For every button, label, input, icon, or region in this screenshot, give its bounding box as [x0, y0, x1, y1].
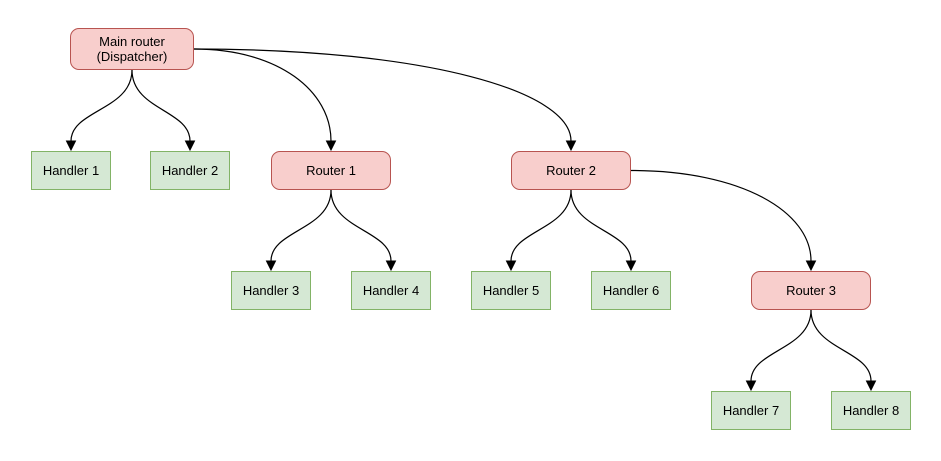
edge-main-to-router-2 [193, 48, 572, 142]
edge-router3-to-handler-7 [750, 309, 812, 382]
edge-router3-to-handler-8 [810, 309, 872, 382]
node-handler-6[interactable]: Handler 6 [591, 271, 671, 310]
node-router-1[interactable]: Router 1 [271, 151, 391, 190]
edge-router1-to-handler-4 [330, 189, 392, 262]
node-label-main-router: Main router (Dispatcher) [96, 34, 168, 64]
node-label-handler-5: Handler 5 [482, 283, 540, 298]
node-main-router[interactable]: Main router (Dispatcher) [70, 28, 194, 70]
node-handler-1[interactable]: Handler 1 [31, 151, 111, 190]
node-handler-2[interactable]: Handler 2 [150, 151, 230, 190]
edge-router2-to-router-3-arrowhead [805, 260, 817, 272]
edge-router3-to-handler-8-arrowhead [865, 380, 877, 392]
edge-router2-to-handler-5 [510, 189, 572, 262]
edge-router2-to-router-3 [630, 169, 812, 262]
edge-main-to-router-1-arrowhead [325, 140, 337, 152]
node-handler-3[interactable]: Handler 3 [231, 271, 311, 310]
node-label-handler-4: Handler 4 [362, 283, 420, 298]
node-handler-8[interactable]: Handler 8 [831, 391, 911, 430]
edge-main-to-handler-1-arrowhead [65, 140, 77, 152]
node-label-handler-6: Handler 6 [602, 283, 660, 298]
node-router-2[interactable]: Router 2 [511, 151, 631, 190]
node-label-router-2: Router 2 [546, 163, 596, 178]
edge-router2-to-handler-5-arrowhead [505, 260, 517, 272]
node-label-handler-1: Handler 1 [42, 163, 100, 178]
node-label-handler-7: Handler 7 [722, 403, 780, 418]
node-handler-4[interactable]: Handler 4 [351, 271, 431, 310]
edge-router1-to-handler-4-arrowhead [385, 260, 397, 272]
edge-router2-to-handler-6-arrowhead [625, 260, 637, 272]
edge-router1-to-handler-3-arrowhead [265, 260, 277, 272]
node-label-router-1: Router 1 [306, 163, 356, 178]
node-router-3[interactable]: Router 3 [751, 271, 871, 310]
edge-main-to-router-1 [193, 48, 332, 142]
edge-router2-to-handler-6 [570, 189, 632, 262]
node-label-handler-3: Handler 3 [242, 283, 300, 298]
node-label-handler-2: Handler 2 [161, 163, 219, 178]
node-handler-5[interactable]: Handler 5 [471, 271, 551, 310]
node-label-handler-8: Handler 8 [842, 403, 900, 418]
node-label-router-3: Router 3 [786, 283, 836, 298]
node-handler-7[interactable]: Handler 7 [711, 391, 791, 430]
edge-main-to-handler-1 [70, 69, 133, 142]
edge-router1-to-handler-3 [270, 189, 332, 262]
edge-main-to-router-2-arrowhead [565, 140, 577, 152]
edge-main-to-handler-2-arrowhead [184, 140, 196, 152]
edge-router3-to-handler-7-arrowhead [745, 380, 757, 392]
edge-main-to-handler-2 [131, 69, 191, 142]
